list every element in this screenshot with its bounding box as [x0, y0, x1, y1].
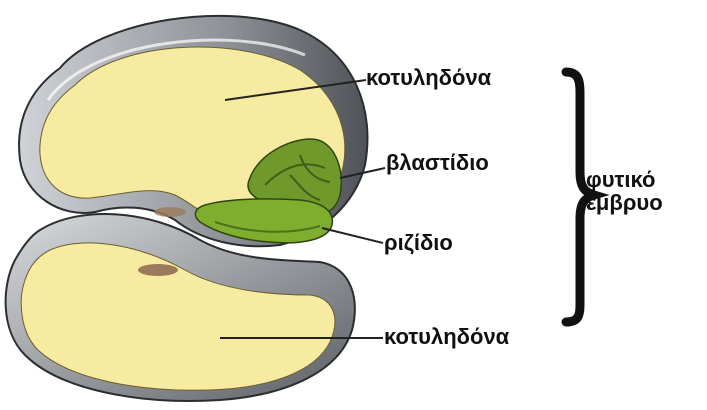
label-plumule: βλαστίδιο — [386, 152, 489, 174]
leader-line-radicle — [322, 228, 383, 243]
hilum-mark-top — [154, 207, 186, 217]
label-embryo-line1: φυτικό — [586, 168, 663, 191]
hilum-mark — [138, 264, 178, 276]
label-cotyledon-top: κοτυληδόνα — [366, 67, 491, 89]
label-embryo-line2: έμβρυο — [586, 191, 663, 214]
label-plant-embryo: φυτικό έμβρυο — [586, 168, 663, 214]
label-radicle: ριζίδιο — [384, 232, 453, 254]
label-cotyledon-bottom: κοτυληδόνα — [384, 326, 509, 348]
